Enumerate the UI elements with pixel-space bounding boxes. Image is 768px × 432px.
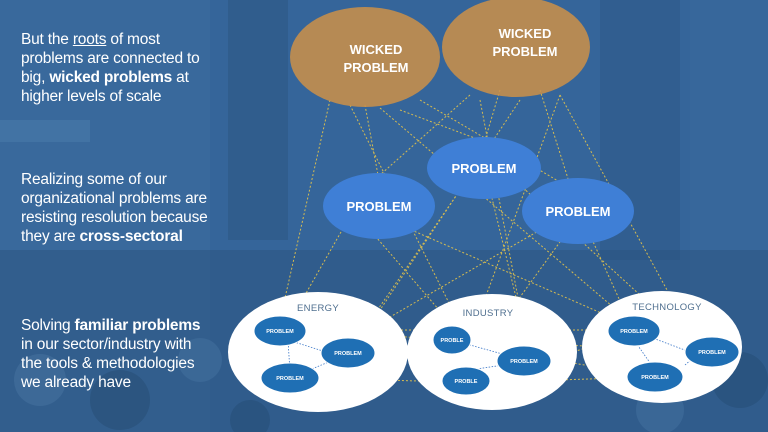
wicked-problem-left [290,7,440,107]
technology-problem-3-label: PROBLEM [641,375,669,381]
text-familiar-prefix: Solving [21,317,75,334]
connector [364,104,379,176]
sector-technology-label: TECHNOLOGY [632,302,702,313]
technology-problem-2 [684,336,740,368]
connector [379,107,641,331]
industry-problem-3 [441,366,491,396]
text-familiar-problems: Solving familiar problems in our sector/… [21,316,206,392]
mid-problem-left [323,173,435,239]
industry-problem-1-label: PROBLE [441,338,464,344]
text-cross-sectoral-bold: cross-sectoral [79,228,183,245]
technology-problem-2-label: PROBLEM [698,350,726,356]
wicked-right-line2: PROBLEM [493,44,558,59]
text-familiar-suffix: in our sector/industry with the tools & … [21,336,195,391]
technology-problem-3 [626,361,684,393]
text-familiar-bold: familiar problems [74,317,201,334]
wicked-left-line2: PROBLEM [344,60,409,75]
connector [287,339,291,373]
text-cross-sectoral-prefix: Realizing some of our organizational pro… [21,171,208,245]
energy-problem-1 [253,315,307,347]
technology-problem-1 [607,315,661,347]
wicked-left-line1: WICKED [350,42,403,57]
connector [349,99,521,356]
text-wicked-roots-suffix: at higher levels of scale [21,69,189,105]
connector [379,94,471,176]
mid-problem-top [427,137,541,199]
energy-problem-3 [260,362,320,394]
industry-problem-3-label: PROBLE [455,379,478,385]
text-roots-underlined: roots [72,31,107,48]
connector [484,89,501,141]
sector-industry-label: INDUSTRY [463,308,514,319]
energy-problem-2-label: PROBLEM [334,351,362,357]
connector [279,99,331,321]
text-cross-sectoral: Realizing some of our organizational pro… [21,170,221,246]
text-wicked-roots: But the roots of most problems are conne… [21,30,226,106]
mid-problem-top-label: PROBLEM [452,161,517,176]
industry-problem-2-label: PROBLEM [510,359,538,365]
mid-problem-left-label: PROBLEM [347,199,412,214]
energy-problem-3-label: PROBLEM [276,376,304,382]
sector-energy-label: ENERGY [297,303,339,314]
technology-problem-1-label: PROBLEM [620,329,648,335]
mid-problem-right-label: PROBLEM [546,204,611,219]
industry-problem-2 [496,345,552,377]
text-wicked-roots-prefix: But the [21,31,73,48]
mid-problem-right [522,178,634,244]
industry-problem-1 [432,325,472,355]
energy-problem-1-label: PROBLEM [266,329,294,335]
wicked-right-line1: WICKED [499,26,552,41]
text-wicked-problems-bold: wicked problems [49,69,173,86]
connector [539,89,571,186]
wicked-problem-right [442,0,590,97]
text-wicked-roots-middle: of most problems are connected to big, [21,31,200,86]
energy-problem-2 [320,337,376,369]
connector [399,109,481,141]
